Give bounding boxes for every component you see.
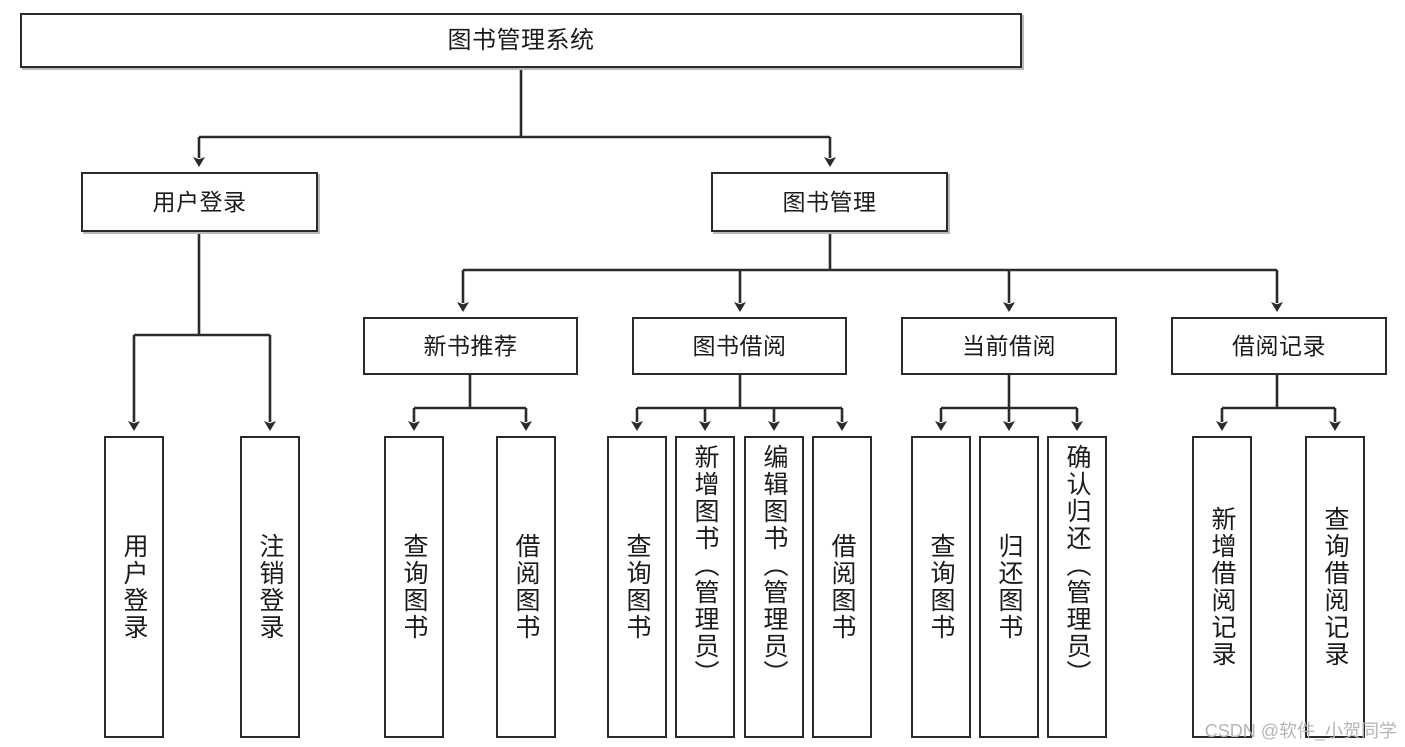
leaf-logout[interactable]: 注销登录 [240, 436, 300, 738]
csdn-watermark: CSDN @软件_小贺同学 [1204, 721, 1397, 741]
leaf-confirm-return-admin[interactable]: 确认归还（管理员） [1047, 436, 1107, 738]
leaf-user-login[interactable]: 用户登录 [104, 436, 164, 738]
node-book-management[interactable]: 图书管理 [711, 172, 948, 232]
node-label: 归还图书 [995, 533, 1023, 641]
node-current-borrow[interactable]: 当前借阅 [901, 317, 1117, 375]
node-label: 查询图书 [623, 533, 651, 641]
leaf-add-borrow-record[interactable]: 新增借阅记录 [1192, 436, 1252, 738]
leaf-return-books[interactable]: 归还图书 [979, 436, 1039, 738]
node-label: 用户登录 [120, 533, 148, 641]
node-borrow-records[interactable]: 借阅记录 [1171, 317, 1387, 375]
leaf-borrow-books[interactable]: 借阅图书 [812, 436, 872, 738]
node-label: 新增借阅记录 [1208, 506, 1236, 668]
node-label: 注销登录 [256, 533, 284, 641]
node-label: 查询图书 [400, 533, 428, 641]
node-label: 借阅图书 [512, 533, 540, 641]
leaf-borrow-books-recommend[interactable]: 借阅图书 [496, 436, 556, 738]
leaf-query-books-current[interactable]: 查询图书 [911, 436, 971, 738]
leaf-query-books-borrow[interactable]: 查询图书 [607, 436, 667, 738]
leaf-query-borrow-record[interactable]: 查询借阅记录 [1305, 436, 1365, 738]
node-label: 新书推荐 [423, 332, 518, 359]
node-label: 图书管理系统 [447, 26, 595, 54]
node-label: 借阅图书 [828, 533, 856, 641]
node-new-book-recommend[interactable]: 新书推荐 [363, 317, 578, 375]
node-label: 编辑图书（管理员） [760, 444, 788, 687]
node-label: 确认归还（管理员） [1063, 444, 1091, 687]
node-label: 当前借阅 [962, 332, 1056, 359]
node-label: 查询借阅记录 [1321, 506, 1349, 668]
leaf-edit-book-admin[interactable]: 编辑图书（管理员） [744, 436, 804, 738]
node-book-borrow[interactable]: 图书借阅 [632, 317, 847, 375]
node-label: 新增图书（管理员） [691, 444, 719, 687]
node-user-login[interactable]: 用户登录 [81, 172, 318, 232]
leaf-query-books-recommend[interactable]: 查询图书 [384, 436, 444, 738]
node-root-system[interactable]: 图书管理系统 [20, 13, 1022, 68]
node-label: 图书借阅 [692, 332, 787, 359]
node-label: 借阅记录 [1232, 332, 1326, 359]
node-label: 图书管理 [782, 188, 877, 215]
node-label: 用户登录 [152, 188, 247, 215]
node-label: 查询图书 [927, 533, 955, 641]
leaf-add-book-admin[interactable]: 新增图书（管理员） [675, 436, 735, 738]
